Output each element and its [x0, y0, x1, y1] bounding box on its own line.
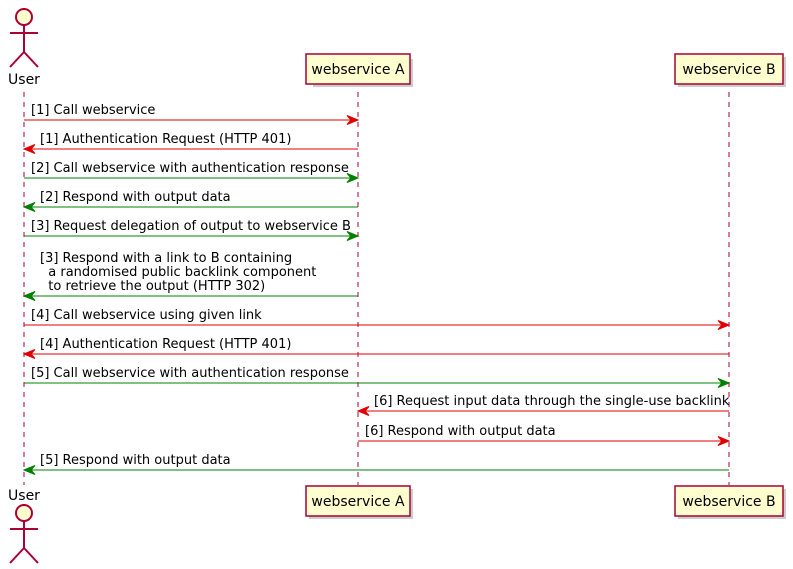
webservice-a-label-bottom: webservice A [311, 494, 405, 510]
message-5: [3] Request delegation of output to webs… [24, 219, 360, 241]
message-label: [4] Authentication Request (HTTP 401) [40, 337, 291, 352]
message-11: [6] Respond with output data [358, 424, 731, 446]
participant-box-webservice-b-bottom: webservice B [674, 485, 786, 519]
message-arrowhead [22, 465, 36, 475]
message-arrowhead [22, 291, 36, 301]
message-arrowhead [346, 231, 360, 241]
message-arrowhead [346, 173, 360, 183]
message-label: a randomised public backlink component [40, 265, 316, 280]
message-label: [1] Authentication Request (HTTP 401) [40, 132, 291, 147]
webservice-b-label-bottom: webservice B [682, 494, 775, 510]
message-arrowhead [22, 202, 36, 212]
message-label: [2] Call webservice with authentication … [31, 161, 349, 176]
message-label: [2] Respond with output data [40, 190, 231, 205]
participant-box-webservice-a-top: webservice A [305, 53, 413, 87]
message-3: [2] Call webservice with authentication … [24, 161, 360, 183]
message-label: [3] Respond with a link to B containing [40, 251, 292, 266]
message-arrowhead [346, 115, 360, 125]
message-2: [1] Authentication Request (HTTP 401) [22, 132, 358, 154]
message-1: [1] Call webservice [24, 103, 360, 125]
message-arrowhead [717, 320, 731, 330]
message-label: [4] Call webservice using given link [31, 308, 262, 323]
message-label: [5] Respond with output data [40, 453, 231, 468]
message-arrowhead [22, 144, 36, 154]
message-9: [5] Call webservice with authentication … [24, 366, 731, 388]
message-8: [4] Authentication Request (HTTP 401) [22, 337, 729, 359]
message-7: [4] Call webservice using given link [24, 308, 731, 330]
message-arrowhead [22, 349, 36, 359]
message-arrowhead [356, 406, 370, 416]
message-label: [3] Request delegation of output to webs… [31, 219, 351, 234]
message-12: [5] Respond with output data [22, 453, 729, 475]
participant-box-webservice-b-top: webservice B [674, 53, 786, 87]
user-label-bottom: User [8, 488, 40, 504]
message-4: [2] Respond with output data [22, 190, 358, 212]
message-arrowhead [717, 436, 731, 446]
webservice-a-label-top: webservice A [311, 62, 405, 78]
message-list: [1] Call webservice [1] Authentication Re… [22, 103, 731, 475]
message-label: to retrieve the output (HTTP 302) [40, 279, 265, 294]
user-actor-icon-bottom [9, 504, 39, 564]
message-10: [6] Request input data through the singl… [356, 394, 730, 416]
message-6: [3] Respond with a link to B containing … [22, 251, 358, 301]
participant-box-webservice-a-bottom: webservice A [305, 485, 413, 519]
message-label: [6] Request input data through the singl… [374, 394, 730, 409]
webservice-b-label-top: webservice B [682, 62, 775, 78]
message-arrowhead [717, 378, 731, 388]
message-label: [1] Call webservice [31, 103, 155, 118]
user-label-top: User [8, 72, 40, 88]
message-label: [6] Respond with output data [365, 424, 556, 439]
user-actor-icon-top [9, 8, 39, 68]
message-label: [5] Call webservice with authentication … [31, 366, 349, 381]
